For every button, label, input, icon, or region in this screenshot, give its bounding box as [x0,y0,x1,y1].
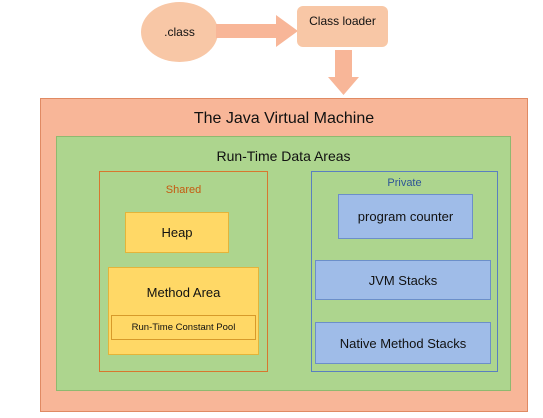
jvm-stacks-box: JVM Stacks [315,260,491,300]
method-area-label: Method Area [146,285,221,300]
shared-label: Shared [165,184,202,196]
runtime-data-areas-title: Run-Time Data Areas [216,148,351,164]
class-file-node: .class [141,2,218,62]
class-file-label: .class [164,25,195,39]
class-loader-node: Class loader [297,6,388,47]
arrow-right-icon [216,15,298,47]
jvm-title: The Java Virtual Machine [193,110,375,127]
private-label: Private [387,177,422,189]
arrow-down-icon [328,50,359,95]
class-loader-label: Class loader [309,14,376,28]
jvm-stacks-label: JVM Stacks [368,272,438,288]
shared-area [99,171,268,372]
program-counter-box: program counter [338,194,473,239]
runtime-constant-pool-box: Run-Time Constant Pool [111,315,256,340]
method-area-box [108,267,259,355]
runtime-constant-pool-label: Run-Time Constant Pool [131,322,236,333]
private-area [311,171,498,372]
native-method-stacks-label: Native Method Stacks [339,335,467,351]
heap-label: Heap [161,225,193,240]
native-method-stacks-box: Native Method Stacks [315,322,491,364]
program-counter-label: program counter [357,209,454,224]
heap-box: Heap [125,212,229,253]
